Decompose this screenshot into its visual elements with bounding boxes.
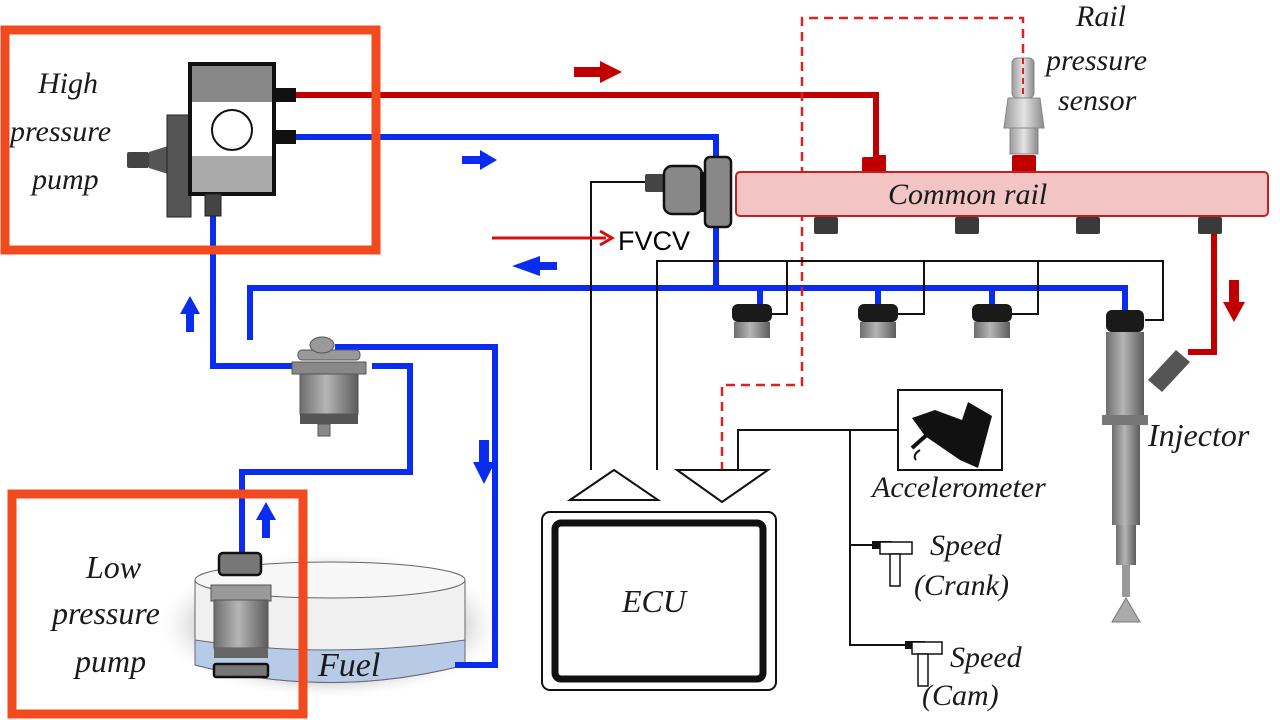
high-pressure-lines [295,92,1217,355]
fuel-filter [291,336,367,437]
svg-text:Rail pressure sens: Rail pressure sensor [1044,0,1155,117]
rail-sensor-label-line1: Rail [1075,0,1126,33]
hp-pump-label-line2: pressure [8,115,111,148]
speed-crank-label-line1: Speed [930,529,1003,562]
arrow-down-icon [1223,280,1245,322]
accelerometer-wire [737,429,898,470]
rail-sensor-label-line3: sensor [1058,84,1137,117]
speed-sensor-crank: Speed (Crank) [872,529,1009,602]
fvcv-valve: FVCV [492,155,733,256]
low-pressure-flow-arrows [180,150,557,538]
highlight-box-high-pressure-pump [0,25,381,255]
arrow-right-icon [462,150,497,170]
fvcv-wire [590,181,646,470]
speed-cam-label-line2: (Cam) [922,679,999,712]
svg-text:Low pressure pump: Low pressure pump [50,549,168,679]
ecu-output-arrow [566,468,662,501]
highlight-box-low-pressure-pump [7,489,308,719]
injector-connector [972,304,1012,338]
low-pressure-pump: Low pressure pump [50,549,272,679]
svg-text:Speed (Cam): Speed (Cam) [922,641,1029,712]
arrow-up-icon [256,502,276,538]
fuel-injector: Injector [1102,310,1250,623]
injector-bus-wire [656,260,1164,470]
high-pressure-pump: High pressure pump [8,62,296,218]
pedal-foot-icon [912,402,992,468]
speed-sensor-cam: Speed (Cam) [905,641,1029,712]
common-rail: Common rail [735,155,1269,234]
accelerometer: Accelerometer [870,389,1046,504]
rail-pressure-sensor: Rail pressure sensor [1003,0,1155,155]
arrow-right-icon [574,61,622,83]
injector-connector [732,304,772,338]
svg-text:Speed (Crank): Speed (Crank) [914,529,1009,602]
return-line [247,285,1128,340]
fvcv-feed-line [295,134,719,288]
svg-text:High pressure pump: High pressure pump [8,67,119,196]
injector-connector [858,304,898,338]
lp-pump-label-line2: pressure [50,595,160,631]
ecu-input-arrow [673,469,772,504]
lp-pump-label-line1: Low [85,549,142,585]
pump-feed-line [210,215,300,369]
injector-connectors [732,304,1012,338]
speed-cam-label-line1: Speed [950,641,1023,674]
injector-label: Injector [1147,417,1250,453]
lp-pump-label-line3: pump [73,643,146,679]
rail-to-injector-line [1188,232,1217,355]
speed-crank-label-line2: (Crank) [914,569,1009,602]
arrow-up-icon [180,296,200,332]
ecu: ECU [541,468,777,691]
fuel-tank: Fuel [155,550,505,700]
fvcv-label: FVCV [618,226,690,256]
common-rail-label: Common rail [888,178,1047,211]
arrow-left-icon [512,256,557,276]
hp-pump-label-line1: High [37,67,98,100]
ecu-label: ECU [621,583,688,619]
lp-pump-line [239,363,413,560]
fuel-label: Fuel [317,647,380,684]
tank-return-line [335,344,498,668]
pump-to-rail-line [295,92,879,160]
arrow-down-icon [473,440,495,484]
speed-sensor-wires [849,430,905,646]
control-wiring [590,181,1164,646]
rail-sensor-label-line2: pressure [1044,44,1147,77]
hp-pump-label-line3: pump [30,163,99,196]
accelerometer-label: Accelerometer [870,471,1046,504]
high-pressure-flow-arrows [574,61,1245,322]
